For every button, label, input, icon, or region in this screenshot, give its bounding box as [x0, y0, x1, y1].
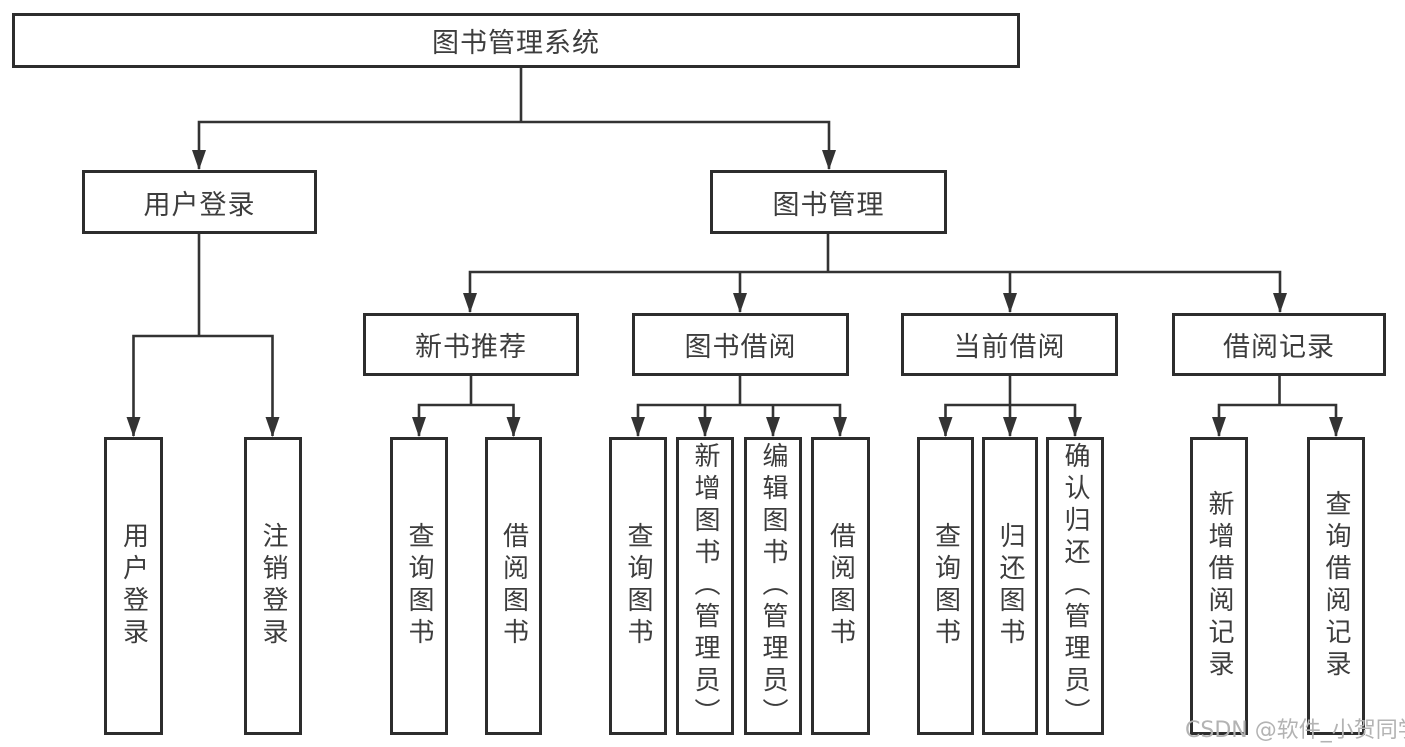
node-user-login: 用户登录	[82, 170, 317, 234]
node-leaf-confirm-return-admin: 确认归还（管理员）	[1046, 437, 1104, 735]
node-current-borrow-label: 当前借阅	[953, 332, 1066, 363]
node-new-book-recommend: 新书推荐	[363, 313, 579, 376]
node-leaf-borrow-book-label: 借阅图书	[825, 522, 856, 650]
node-leaf-query-book-current-label: 查询图书	[930, 522, 961, 650]
node-leaf-add-borrow-record: 新增借阅记录	[1190, 437, 1248, 735]
wire-root-branch	[192, 120, 836, 170]
node-leaf-query-book-recommend-label: 查询图书	[404, 522, 434, 650]
node-leaf-return-book-label: 归还图书	[995, 522, 1025, 650]
node-leaf-query-book-current: 查询图书	[917, 437, 974, 735]
node-book-borrow: 图书借阅	[632, 313, 849, 376]
wire-sec3-branch	[938, 403, 1082, 437]
node-leaf-query-book-borrow: 查询图书	[609, 437, 667, 735]
node-book-borrow-label: 图书借阅	[684, 332, 797, 363]
wire-book-branch	[463, 270, 1287, 313]
node-root: 图书管理系统	[12, 13, 1020, 68]
node-leaf-query-borrow-record-label: 查询借阅记录	[1321, 490, 1351, 682]
wire-sec4-branch	[1212, 403, 1343, 437]
node-book-management: 图书管理	[710, 170, 947, 234]
node-leaf-borrow-book-recommend: 借阅图书	[485, 437, 542, 735]
node-borrow-records-label: 借阅记录	[1223, 332, 1335, 363]
watermark: CSDN @软件_小贺同学	[1185, 718, 1405, 743]
node-leaf-borrow-book: 借阅图书	[811, 437, 870, 735]
wire-user-branch	[126, 334, 280, 437]
node-leaf-add-borrow-record-label: 新增借阅记录	[1204, 490, 1234, 682]
node-leaf-logout-label: 注销登录	[258, 522, 288, 650]
node-leaf-query-book-recommend: 查询图书	[390, 437, 448, 735]
node-leaf-query-borrow-record: 查询借阅记录	[1307, 437, 1365, 735]
node-new-book-recommend-label: 新书推荐	[415, 332, 527, 363]
node-leaf-borrow-book-recommend-label: 借阅图书	[498, 522, 529, 650]
node-leaf-query-book-borrow-label: 查询图书	[623, 522, 653, 650]
node-root-label: 图书管理系统	[432, 28, 600, 59]
node-leaf-edit-book-admin: 编辑图书（管理员）	[744, 437, 802, 735]
wire-sec1-branch	[412, 403, 521, 437]
node-leaf-confirm-return-admin-label: 确认归还（管理员）	[1060, 442, 1090, 730]
node-borrow-records: 借阅记录	[1172, 313, 1386, 376]
node-leaf-add-book-admin: 新增图书（管理员）	[676, 437, 734, 735]
node-leaf-logout: 注销登录	[244, 437, 302, 735]
node-leaf-user-login-label: 用户登录	[118, 522, 149, 650]
node-leaf-return-book: 归还图书	[982, 437, 1038, 735]
node-leaf-add-book-admin-label: 新增图书（管理员）	[690, 442, 720, 730]
wire-sec2-branch	[631, 403, 847, 437]
node-leaf-edit-book-admin-label: 编辑图书（管理员）	[758, 442, 788, 730]
node-current-borrow: 当前借阅	[901, 313, 1118, 376]
node-leaf-user-login: 用户登录	[104, 437, 163, 735]
node-book-management-label: 图书管理	[772, 189, 885, 221]
node-user-login-label: 用户登录	[143, 189, 256, 221]
